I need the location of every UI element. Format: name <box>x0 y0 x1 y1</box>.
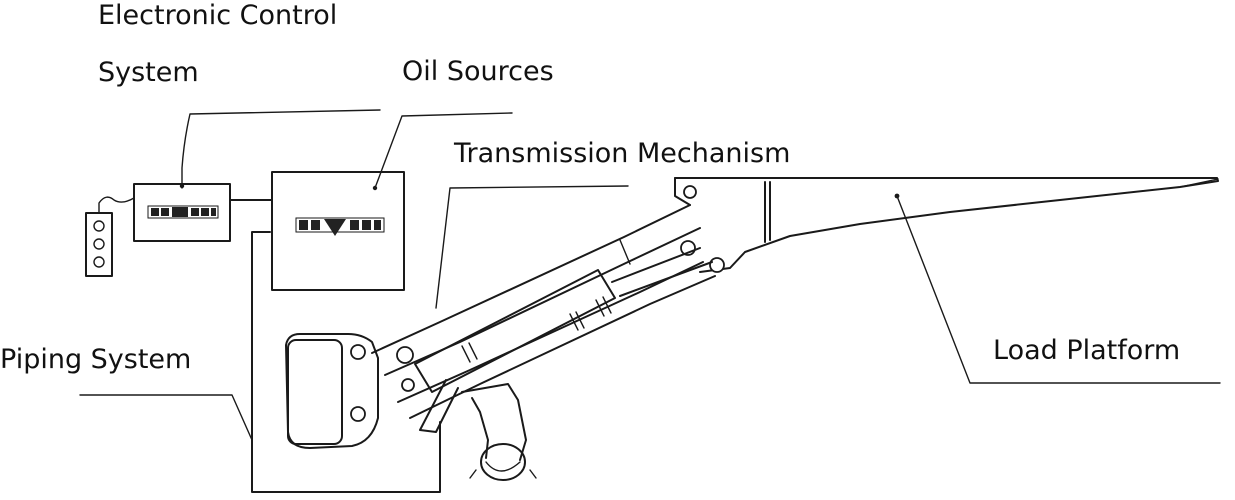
label-electronic-control-line2: System <box>98 57 199 88</box>
label-electronic-control-line1: Electronic Control <box>98 0 338 31</box>
label-transmission-mechanism: Transmission Mechanism <box>454 138 791 169</box>
ground-mount <box>461 383 537 481</box>
hydraulic-cylinder <box>414 247 713 433</box>
oil-source-box <box>271 171 405 291</box>
transmission-mechanism-arms <box>371 204 716 419</box>
piping-loop <box>251 231 441 493</box>
controller-logo-icon <box>147 205 219 219</box>
label-oil-sources: Oil Sources <box>402 56 554 87</box>
remote-pendant-icon <box>85 196 135 277</box>
leader-electronic-control <box>181 109 381 189</box>
leader-piping <box>79 394 253 441</box>
leader-transmission <box>435 185 629 309</box>
load-platform-shape <box>674 177 1219 273</box>
leader-oil-sources <box>374 112 513 189</box>
base-bracket <box>285 333 379 449</box>
label-piping-system: Piping System <box>0 344 192 375</box>
leader-load-platform <box>896 195 1221 384</box>
electronic-control-box <box>133 183 231 242</box>
label-load-platform: Load Platform <box>993 335 1181 366</box>
oil-source-logo-icon <box>295 217 385 236</box>
